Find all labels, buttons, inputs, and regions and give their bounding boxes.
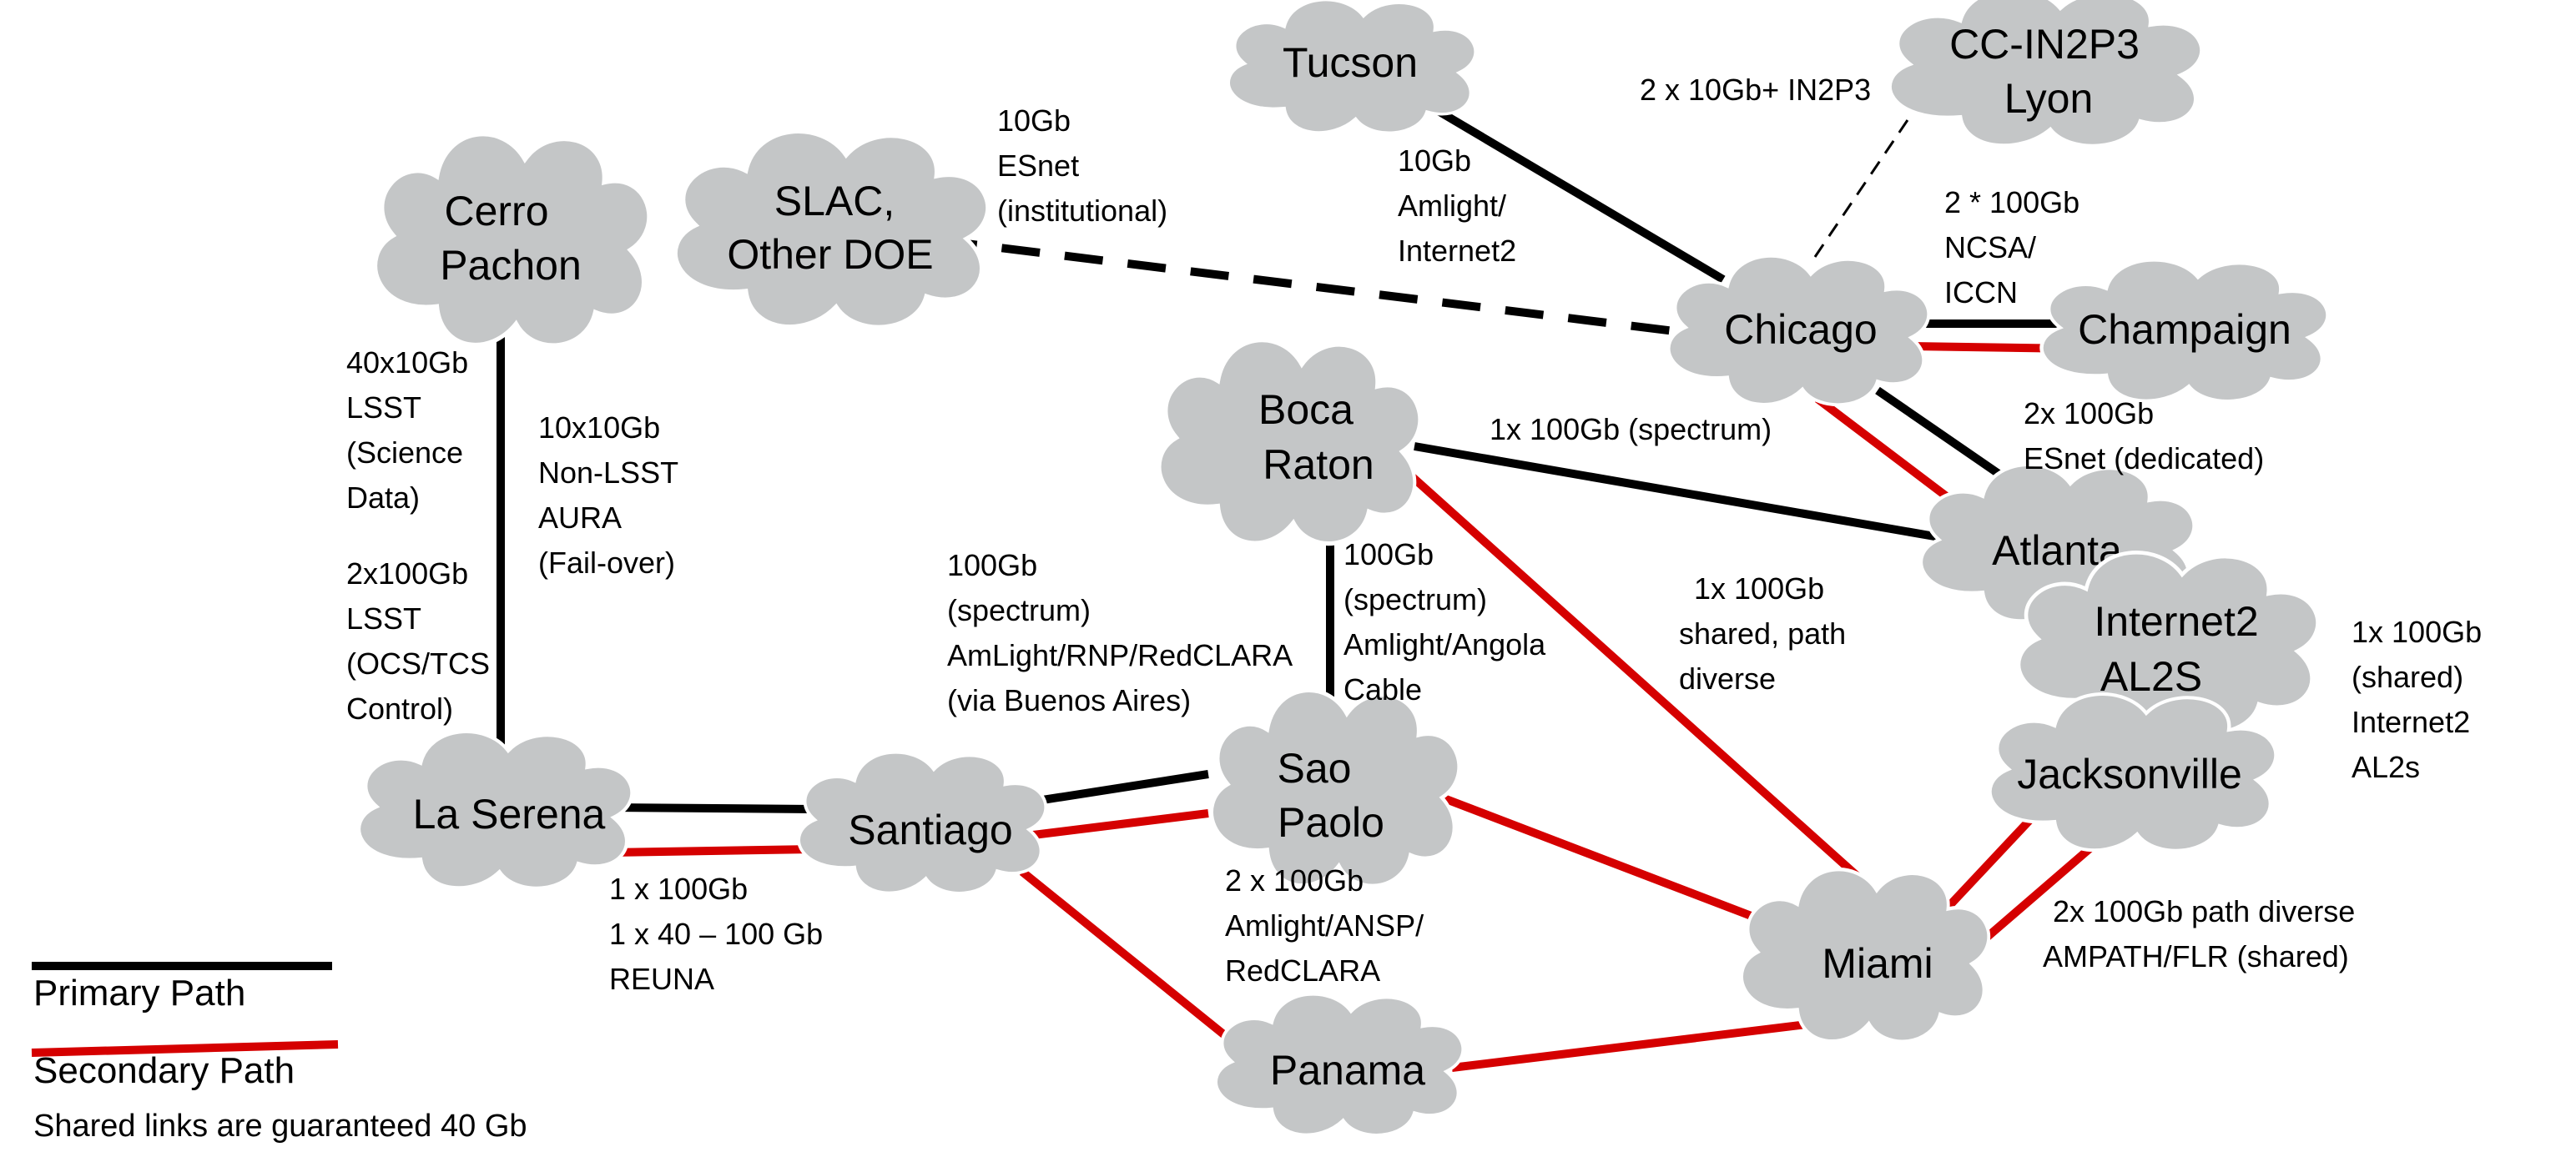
- link-labels-layer: 10Gb ESnet (institutional) 2 x 10Gb+ IN2…: [346, 73, 2490, 996]
- node-cc-in2p3-lyon: CC-IN2P3 Lyon: [1890, 0, 2202, 146]
- node-label: Paolo: [1278, 799, 1384, 846]
- label-saopaolo-miami: 2 x 100Gb Amlight/ANSP/ RedCLARA: [1225, 863, 1432, 988]
- legend-note: Shared links are guaranteed 40 Gb: [33, 1109, 527, 1144]
- link-miami-jacksonville-1: [1931, 810, 2039, 925]
- node-la-serena: La Serena: [359, 732, 632, 888]
- legend: Primary Path Secondary Path Shared links…: [31, 962, 527, 1144]
- node-label: Lyon: [2004, 75, 2094, 122]
- node-miami: Miami: [1742, 869, 1989, 1041]
- node-label: Boca: [1258, 386, 1354, 433]
- label-miami-jacksonville: 2x 100Gb path diverse AMPATH/FLR (shared…: [2043, 894, 2363, 973]
- node-label: La Serena: [413, 791, 606, 838]
- label-champaign: 2 * 100Gb NCSA/ ICCN: [1944, 185, 2088, 309]
- link-chicago-atlanta-secondary: [1814, 395, 1969, 514]
- link-chicago-lyon: [1813, 114, 1913, 258]
- node-internet2-al2s: Internet2 AL2S: [2019, 552, 2317, 732]
- node-chicago: Chicago: [1666, 254, 1931, 407]
- link-chicago-tucson: [1429, 103, 1726, 284]
- clouds-layer: Cerro Pachon SLAC, Other DOE Tucson CC-I…: [359, 0, 2328, 1137]
- label-slac: 10Gb ESnet (institutional): [997, 103, 1167, 228]
- node-label: AL2S: [2100, 653, 2202, 700]
- legend-secondary-label: Secondary Path: [33, 1050, 295, 1091]
- node-label: Sao: [1278, 745, 1352, 792]
- node-label: Chicago: [1724, 306, 1877, 353]
- link-santiago-saopaolo-primary: [1026, 770, 1209, 807]
- label-cerro-lsst: 40x10Gb LSST (Science Data): [346, 345, 476, 515]
- node-label: Cerro: [444, 188, 548, 234]
- link-bocaraton-miami: [1403, 468, 1898, 913]
- label-boca-atlanta: 1x 100Gb (spectrum): [1490, 412, 1772, 446]
- node-label: Pachon: [440, 242, 582, 289]
- label-internet2: 1x 100Gb (shared) Internet2 AL2s: [2352, 615, 2490, 784]
- link-saopaolo-miami: [1427, 788, 1779, 930]
- node-champaign: Champaign: [2042, 260, 2328, 401]
- node-label: Miami: [1822, 940, 1933, 987]
- node-label: Santiago: [848, 807, 1012, 853]
- label-cerro-nonlsst: 10x10Gb Non-LSST AURA (Fail-over): [538, 410, 686, 580]
- node-cerro-pachon: Cerro Pachon: [376, 134, 648, 345]
- node-tucson: Tucson: [1227, 0, 1478, 135]
- node-label: SLAC,: [774, 178, 895, 224]
- node-label: Champaign: [2078, 306, 2291, 353]
- node-slac-other-doe: SLAC, Other DOE: [676, 132, 988, 328]
- link-miami-jacksonville-2: [1968, 838, 2102, 954]
- node-label: Other DOE: [727, 231, 933, 278]
- link-bocaraton-atlanta: [1414, 442, 1945, 542]
- node-label: Jacksonville: [2017, 751, 2242, 797]
- node-santiago: Santiago: [797, 750, 1048, 895]
- node-label: Internet2: [2094, 598, 2258, 645]
- label-santiago-saopaolo: 100Gb (spectrum) AmLight/RNP/RedCLARA (v…: [947, 548, 1299, 717]
- label-laserena-santiago: 1 x 100Gb 1 x 40 – 100 Gb REUNA: [609, 872, 831, 996]
- link-santiago-panama: [1019, 868, 1243, 1050]
- legend-primary-label: Primary Path: [33, 973, 245, 1014]
- node-sao-paolo: Sao Paolo: [1212, 691, 1459, 887]
- label-tucson: 10Gb Amlight/ Internet2: [1398, 143, 1516, 268]
- label-boca-miami: 1x 100Gb shared, path diverse: [1679, 571, 1854, 696]
- node-label: Panama: [1270, 1047, 1425, 1094]
- node-panama: Panama: [1214, 992, 1465, 1137]
- link-panama-miami: [1451, 1020, 1807, 1072]
- legend-secondary-swatch: [31, 1040, 339, 1057]
- label-saopaolo-boca: 100Gb (spectrum) Amlight/Angola Cable: [1343, 537, 1554, 707]
- node-label: CC-IN2P3: [1949, 21, 2140, 68]
- link-chicago-slac: [938, 236, 1682, 336]
- label-lyon: 2 x 10Gb+ IN2P3: [1640, 73, 1871, 107]
- link-laserena-santiago-secondary: [608, 845, 814, 857]
- link-santiago-saopaolo-secondary: [1026, 809, 1209, 840]
- label-cerro-control: 2x100Gb LSST (OCS/TCS Control): [346, 556, 498, 726]
- node-jacksonville: Jacksonville: [1990, 694, 2276, 851]
- node-label: Tucson: [1283, 39, 1418, 86]
- label-atlanta-esnet: 2x 100Gb ESnet (dedicated): [2024, 396, 2264, 475]
- node-boca-raton: Boca Raton: [1160, 340, 1420, 544]
- node-label: Raton: [1263, 441, 1374, 488]
- link-laserena-santiago-primary: [608, 803, 814, 813]
